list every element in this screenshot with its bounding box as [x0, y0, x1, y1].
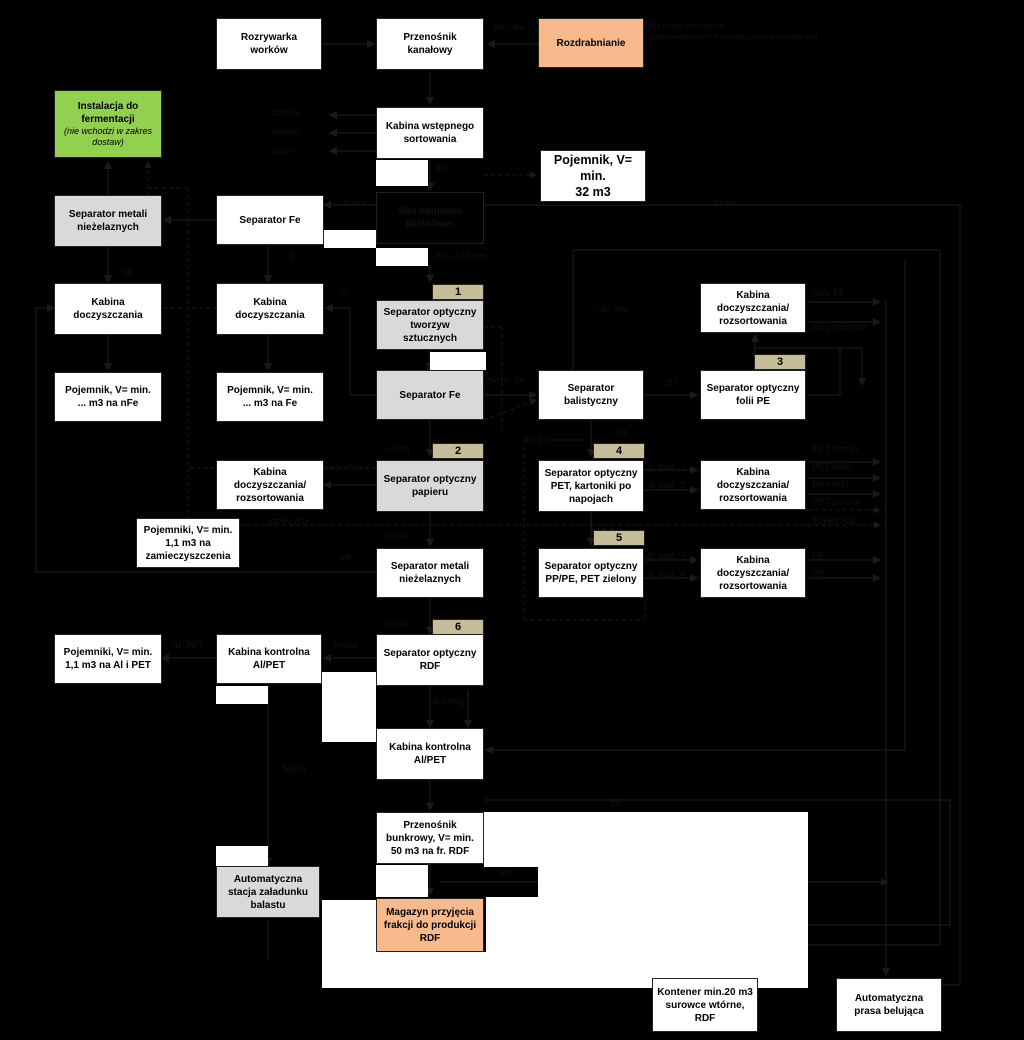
white-block — [376, 248, 428, 266]
kabina-rozsortowania-pet[interactable]: Kabina doczyszczania/ rozsortowania — [700, 460, 806, 510]
label-nfe-2: nfe — [340, 552, 353, 563]
badge-2: 2 — [432, 443, 484, 459]
separator-metali-nfe-1[interactable]: Separator metali nieżelaznych — [54, 195, 162, 247]
label-pet-transp: PET transp. — [812, 444, 861, 455]
white-block — [322, 900, 376, 988]
white-block — [484, 812, 808, 867]
separator-optyczny-papieru[interactable]: Separator optyczny papieru — [376, 460, 484, 512]
label-reszta-2: reszta — [386, 530, 410, 541]
white-block — [324, 230, 376, 248]
label-pe: PE — [812, 551, 825, 562]
pojemnik-32[interactable]: Pojemnik, V= min. 32 m3 — [540, 150, 646, 202]
label-pet-zielony: PET zielony — [812, 497, 861, 508]
label-papier-mix-1: papier mix — [326, 462, 370, 473]
instalacja-note: (nie wchodzi w zakres dostaw) — [63, 126, 153, 147]
label-340mm: 340 mm — [492, 22, 524, 33]
label-kartoniki: kartoniki — [812, 479, 849, 490]
white-block — [430, 352, 486, 370]
white-block — [538, 867, 808, 897]
prasa-belujaca[interactable]: Automatyczna prasa belująca — [836, 978, 942, 1032]
kabina-rozsortowania-folii[interactable]: Kabina doczyszczania/ rozsortowania — [700, 283, 806, 333]
label-fe-2: fe — [340, 288, 348, 299]
badge-3: 3 — [754, 354, 806, 370]
label-lub-2: lub — [610, 798, 623, 809]
pojemnik-nfe[interactable]: Pojemnik, V= min. ... m3 na nFe — [54, 372, 162, 422]
label-tuszyce: tuszyce — [272, 108, 301, 119]
separator-balistyczny[interactable]: Separator balistyczny — [538, 370, 644, 420]
magazyn-przyjecia-rdf[interactable]: Magazyn przyjęcia frakcji do produkcji R… — [376, 898, 484, 952]
label-range: 60 - 340 mm — [436, 251, 487, 262]
label-2d: 2D — [664, 378, 677, 389]
white-block — [376, 160, 428, 186]
separator-fe-1[interactable]: Separator Fe — [216, 195, 324, 245]
label-lub-3: lub — [500, 868, 513, 879]
sito-bebnowe[interactable]: Sito bębnowe 60/340mm — [376, 192, 484, 244]
label-3d: 3D — [614, 428, 627, 439]
rozrywarka-workow[interactable]: Rozrywarka worków — [216, 18, 322, 70]
pojemniki-zanieczyszczenia[interactable]: Pojemniki, V= min. 1,1 m3 na zamieczyszc… — [136, 518, 240, 568]
label-lub-1: lub — [436, 163, 449, 174]
rozdrabnianie[interactable]: Rozdrabnianie — [538, 18, 644, 68]
label-szklo: szkło — [272, 146, 292, 157]
kabina-doczyszczania-1[interactable]: Kabina doczyszczania — [54, 283, 162, 335]
label-reszta-1: reszta — [386, 444, 410, 455]
stacja-zaladunku-balastu[interactable]: Automatyczna stacja załadunku balastu — [216, 866, 320, 918]
pojemniki-al-pet[interactable]: Pojemniki, V= min. 1,1 m3 na Al i PET — [54, 634, 162, 684]
label-lt80: <80 mm — [594, 304, 628, 315]
separator-optyczny-pet[interactable]: Separator optyczny PET, kartoniki po nap… — [538, 460, 644, 512]
instalacja-fermentacji[interactable]: Instalacja do fermentacji (nie wchodzi w… — [54, 90, 162, 158]
kabina-rozsortowania-pp[interactable]: Kabina doczyszczania/ rozsortowania — [700, 548, 806, 598]
separator-fe-2[interactable]: Separator Fe — [376, 370, 484, 420]
label-papier-mix-3: Papier mix — [812, 516, 857, 527]
instalacja-title: Instalacja do fermentacji — [77, 101, 139, 125]
label-ewent: ewent. tw. — [486, 375, 526, 386]
label-pet-nieb: PET nieb. — [812, 462, 852, 473]
kabina-rozsortowania-papieru[interactable]: Kabina doczyszczania/ rozsortowania — [216, 460, 324, 510]
pojemnik-fe[interactable]: Pojemnik, V= min. ... m3 na Fe — [216, 372, 324, 422]
label-folia-transp: folia transpar. — [812, 322, 869, 333]
label-kartony: kartony — [272, 127, 303, 138]
label-fe-1: fe — [290, 251, 298, 262]
badge-1: 1 — [432, 284, 484, 300]
label-papier-mix-2: papier mix — [266, 516, 310, 527]
label-balast: balast — [282, 764, 307, 775]
label-folia-pe: folia PE — [812, 288, 846, 299]
white-block — [216, 846, 268, 866]
label-fr-mak-2: fr. mak. 2 — [648, 480, 686, 491]
kabina-kontrolna-1[interactable]: Kabina kontrolna Al/PET — [216, 634, 322, 684]
label-pp: PP — [812, 569, 825, 580]
label-fr-mak-3: fr. mak. 3 — [648, 551, 686, 562]
label-fr-mak-1: fr. mak. 1 — [648, 462, 686, 473]
label-reszta-3: reszta — [334, 640, 358, 651]
separator-optyczny-pp[interactable]: Separator optyczny PP/PE, PET zielony — [538, 548, 644, 598]
kabina-doczyszczania-2[interactable]: Kabina doczyszczania — [216, 283, 324, 335]
label-nfe-1: nfe — [122, 267, 135, 278]
white-block — [216, 686, 268, 704]
separator-optyczny-tworzyw[interactable]: Separator optyczny tworzyw sztucznych — [376, 300, 484, 350]
przenosnik-bunkrowy[interactable]: Przenośnik bunkrowy, V= min. 50 m3 na fr… — [376, 812, 484, 864]
badge-5: 5 — [593, 530, 645, 546]
white-block — [322, 672, 376, 742]
label-fr-mak-4: fr. mak. 4 — [648, 569, 686, 580]
kabina-kontrolna-2[interactable]: Kabina kontrolna Al/PET — [376, 728, 484, 780]
kontener-20[interactable]: Kontener min.20 m3 surowce wtórne, RDF — [652, 978, 758, 1032]
label-lt60: <60 mm — [332, 198, 366, 209]
separator-optyczny-rdf[interactable]: Separator optyczny RDF — [376, 634, 484, 686]
label-reszta-4: reszta — [386, 618, 410, 629]
separator-optyczny-folii[interactable]: Separator optyczny folii PE — [700, 370, 806, 420]
badge-6: 6 — [432, 619, 484, 635]
przenosnik-kanalowy[interactable]: Przenośnik kanałowy — [376, 18, 484, 70]
white-block — [376, 952, 486, 988]
label-gt340: >340 mm — [700, 198, 739, 209]
label-fr-energ: fr. energ. — [432, 696, 468, 707]
kabina-wstepnego-sortowania[interactable]: Kabina wstępnego sortowania — [376, 107, 484, 159]
white-block — [486, 897, 808, 988]
note-rozdrabnianie: Nie objęty przetargiem przeprowadzonym w… — [648, 20, 818, 41]
badge-4: 4 — [593, 443, 645, 459]
separator-metali-nfe-2[interactable]: Separator metali nieżelaznych — [376, 548, 484, 598]
label-al-pet: Al/ PET — [172, 640, 204, 651]
white-block — [376, 865, 428, 897]
